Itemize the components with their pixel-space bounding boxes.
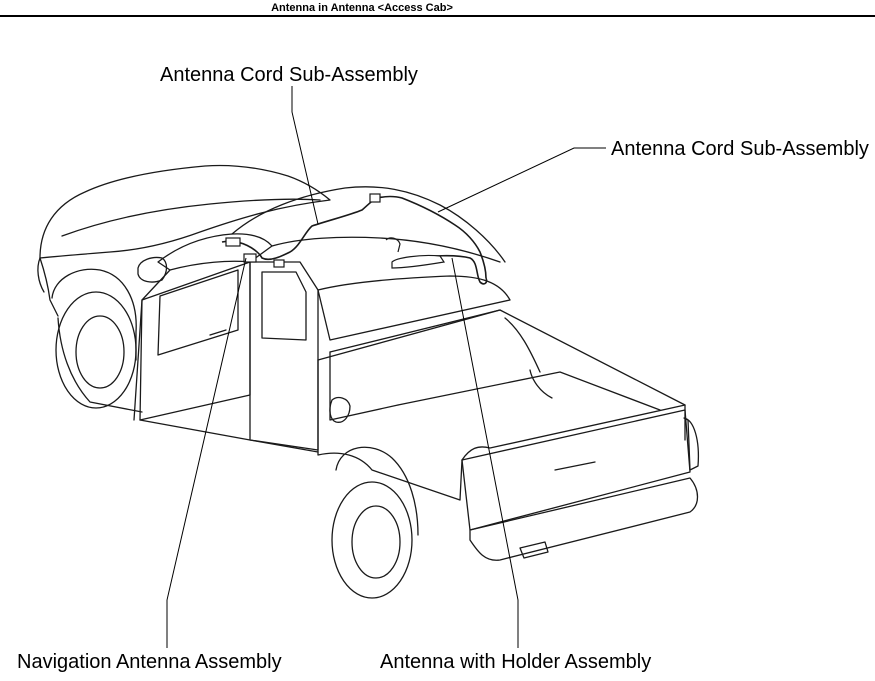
rear-rim xyxy=(351,505,401,579)
rear-bumper xyxy=(469,477,699,561)
roof xyxy=(231,186,506,263)
front-rim xyxy=(75,315,125,389)
callout-navigation-antenna: Navigation Antenna Assembly xyxy=(17,651,282,673)
leader-antenna-holder xyxy=(451,257,519,648)
bed-side-panel xyxy=(317,359,463,501)
taillight xyxy=(683,417,700,471)
roof-rear-edge xyxy=(271,236,501,263)
bed-floor xyxy=(397,371,661,411)
fuel-door xyxy=(329,396,351,423)
side-mirror xyxy=(137,256,168,283)
callout-antenna-cord-top: Antenna Cord Sub-Assembly xyxy=(160,64,418,86)
front-fender-lower xyxy=(57,317,143,413)
rear-wheel-arch xyxy=(335,446,419,536)
pickup-truck-illustration xyxy=(37,164,700,599)
leader-lines xyxy=(166,86,606,648)
hood-crease xyxy=(61,198,321,237)
access-door xyxy=(249,261,319,451)
front-corner xyxy=(37,257,45,293)
bed-left-wall xyxy=(317,309,686,441)
tailgate-handle xyxy=(554,461,596,471)
callout-antenna-cord-right: Antenna Cord Sub-Assembly xyxy=(611,138,869,160)
windshield xyxy=(157,233,273,271)
cord-connector-front xyxy=(243,253,257,263)
leader-cord-top xyxy=(291,86,319,225)
leader-cord-right xyxy=(437,147,606,213)
front-fascia xyxy=(39,257,59,317)
tailgate-top xyxy=(461,404,686,461)
rear-bumper-step xyxy=(519,541,549,559)
rear-cab-window xyxy=(317,275,511,341)
rocker-panel xyxy=(139,419,319,453)
header-rule xyxy=(0,15,875,17)
tailgate xyxy=(461,409,691,531)
front-door-window xyxy=(157,269,239,356)
navigation-antenna-unit xyxy=(225,237,241,247)
page-title: Antenna in Antenna <Access Cab> xyxy=(271,2,453,14)
front-door-handle xyxy=(209,329,227,336)
bed-inner-right xyxy=(504,317,541,373)
hood xyxy=(39,164,331,259)
cord-connector-front-2 xyxy=(273,259,285,268)
cord-connector-roof xyxy=(369,193,381,203)
bed-inner-wheel-hump xyxy=(529,369,553,399)
antenna-holder xyxy=(391,254,446,269)
leader-navigation-antenna xyxy=(166,257,247,648)
bed-front-wall xyxy=(329,351,399,421)
front-tire xyxy=(55,291,137,409)
antenna-wiring xyxy=(221,193,488,285)
rear-tire xyxy=(331,481,413,599)
access-door-window xyxy=(261,271,307,341)
front-door xyxy=(139,261,251,421)
callout-antenna-holder: Antenna with Holder Assembly xyxy=(380,651,651,673)
antenna-cord-rear xyxy=(409,254,488,285)
antenna-mast-base xyxy=(385,237,401,253)
bed-top-rail-front xyxy=(329,309,501,353)
front-wheel-arch xyxy=(51,268,137,361)
antenna-cord-roof xyxy=(221,195,487,279)
